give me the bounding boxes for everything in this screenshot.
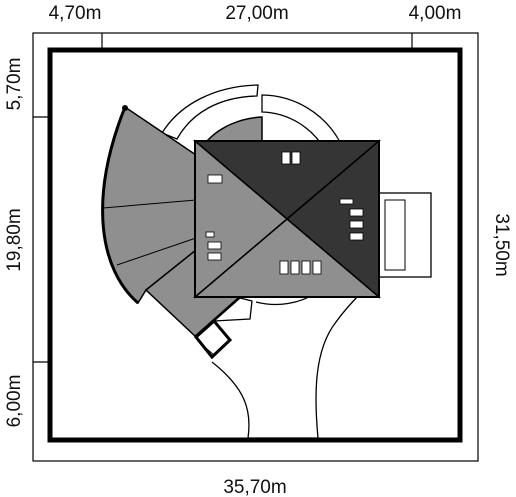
dim-right: 31,50m [491, 213, 512, 276]
plot-boundary [47, 47, 463, 443]
dim-top-right: 4,00m [409, 3, 462, 24]
skylight [279, 260, 289, 275]
skylight [312, 260, 322, 275]
main-roof [192, 139, 382, 299]
skylight [349, 232, 364, 241]
dim-top-left: 4,70m [49, 3, 102, 24]
skylight [339, 198, 354, 205]
skylight [207, 241, 222, 250]
dim-left-middle: 19,80m [4, 208, 25, 271]
side-terrace-inner [384, 199, 406, 271]
skylight [207, 252, 222, 261]
pergola [161, 84, 259, 140]
fan-wing-ridges [102, 199, 197, 266]
skylight [291, 151, 301, 165]
dim-bottom: 35,70m [223, 477, 286, 497]
entrance-step [212, 297, 253, 322]
dim-top-middle: 27,00m [225, 3, 288, 24]
skylight [290, 260, 300, 275]
skylight [205, 231, 215, 238]
roof-windows [205, 151, 364, 275]
driveway [211, 291, 363, 439]
roof-segment [205, 116, 263, 142]
roof-outline [194, 140, 380, 298]
skylight [301, 260, 311, 275]
skylight [281, 151, 291, 165]
dim-left-bottom: 6,00m [4, 375, 25, 428]
entrance-porch [193, 318, 233, 360]
skylight [207, 174, 223, 184]
dim-left-top: 5,70m [4, 58, 25, 111]
fan-wing-outer-edge [101, 106, 139, 305]
skylight [349, 220, 364, 229]
porch-step-line [199, 342, 215, 356]
skylight [349, 208, 364, 217]
